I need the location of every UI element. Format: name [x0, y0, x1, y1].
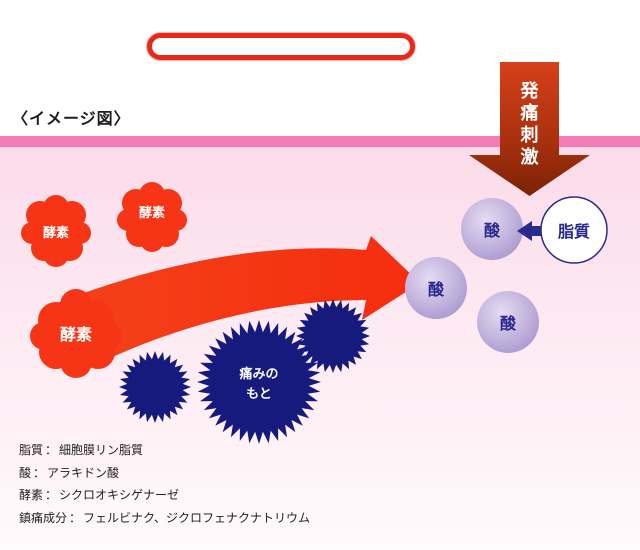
- pain-source-label-line-2: もと: [246, 387, 272, 402]
- pain-source-label-line-1: 痛みの: [238, 366, 278, 382]
- skin-surface-line: [0, 136, 640, 147]
- acid-label-bottom: 酸: [500, 314, 517, 333]
- legend-list: 脂質：細胞膜リン脂質酸：アラキドン酸酵素：シクロオキシゲナーゼ鎮痛成分：フェルビ…: [19, 444, 310, 534]
- pain-source-cluster: [119, 299, 370, 444]
- legend-separator: ：: [69, 510, 82, 525]
- pain-spike-left: [119, 351, 191, 423]
- enzyme-action-arrow: [52, 236, 420, 358]
- legend-definition: フェルビナク、ジクロフェナクナトリウム: [83, 510, 310, 525]
- legend-item: 酵素：シクロオキシゲナーゼ: [19, 489, 310, 502]
- stimulus-label-char-4: 激: [521, 146, 539, 168]
- legend-definition: アラキドン酸: [47, 465, 120, 480]
- legend-separator: ：: [33, 465, 46, 480]
- lipid-circle: 脂質: [540, 196, 608, 264]
- legend-definition: シクロオキシゲナーゼ: [59, 488, 180, 503]
- acid-circle-center: 酸: [405, 257, 467, 319]
- legend-separator: ：: [45, 443, 58, 457]
- enzyme-label-2: 酵素: [139, 205, 165, 221]
- acid-label-center: 酸: [428, 280, 445, 299]
- legend-item: 脂質：細胞膜リン脂質: [19, 444, 310, 457]
- lipid-label: 脂質: [558, 222, 590, 241]
- legend-term: 酸: [19, 465, 32, 480]
- legend-definition: 細胞膜リン脂質: [59, 443, 144, 457]
- enzyme-blob-arrow-tail: 酵素: [30, 289, 122, 378]
- title-banner: [147, 33, 415, 60]
- legend-item: 酸：アラキドン酸: [19, 465, 310, 480]
- legend-term: 酵素: [19, 488, 44, 503]
- acid-label-top: 酸: [484, 221, 501, 240]
- stimulus-label-char-1: 発: [520, 80, 540, 102]
- enzyme-blob-1: 酵素: [21, 195, 91, 267]
- legend-separator: ：: [45, 488, 58, 503]
- acid-circle-bottom: 酸: [477, 291, 539, 353]
- stimulus-label-char-2: 痛: [521, 102, 539, 124]
- pain-spike-center: [197, 320, 321, 444]
- legend-term: 脂質: [19, 443, 44, 457]
- pain-spike-right: [296, 299, 370, 373]
- diagram-heading: 〈イメージ図〉: [12, 109, 131, 128]
- acid-circle-top: 酸: [461, 198, 523, 260]
- enzyme-label-arrow: 酵素: [60, 325, 92, 344]
- enzyme-blob-2: 酵素: [117, 182, 187, 252]
- enzyme-label-1: 酵素: [43, 225, 69, 241]
- legend-term: 鎮痛成分: [19, 510, 68, 525]
- pain-stimulus-arrow: 発 痛 刺 激: [469, 62, 590, 196]
- legend-item: 鎮痛成分：フェルビナク、ジクロフェナクナトリウム: [19, 510, 310, 525]
- stimulus-label-char-3: 刺: [521, 125, 539, 146]
- lipid-to-acid-arrow: [517, 221, 542, 241]
